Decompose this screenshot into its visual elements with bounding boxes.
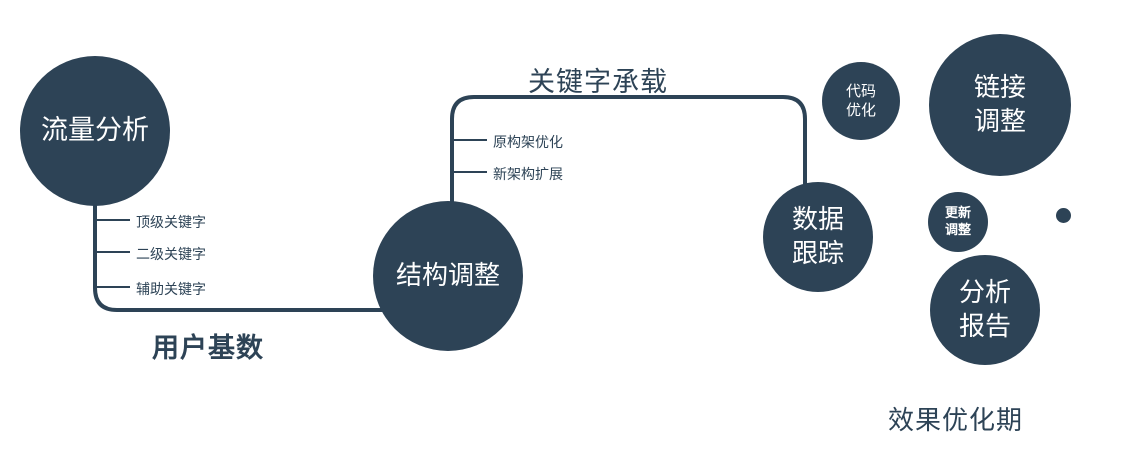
path-traffic-to-structure bbox=[93, 195, 385, 312]
branch-label-new-arch: 新架构扩展 bbox=[493, 166, 563, 182]
node-structure-adjustment: 结构调整 bbox=[373, 201, 523, 351]
dot-marker bbox=[1056, 208, 1071, 223]
node-traffic-analysis: 流量分析 bbox=[20, 56, 170, 206]
node-link-adjustment: 链接 调整 bbox=[929, 34, 1071, 176]
path-structure-to-tracking bbox=[450, 95, 807, 203]
node-update-adjustment: 更新 调整 bbox=[928, 192, 988, 252]
branch-label-second-keyword: 二级关键字 bbox=[136, 246, 206, 262]
node-data-tracking: 数据 跟踪 bbox=[763, 182, 873, 292]
edge-label-keyword-carry: 关键字承载 bbox=[528, 67, 668, 97]
branch-label-aux-keyword: 辅助关键字 bbox=[136, 281, 206, 297]
node-code-optimization: 代码 优化 bbox=[822, 62, 900, 140]
branch-label-original-arch: 原构架优化 bbox=[493, 134, 563, 150]
footer-label-optimization-period: 效果优化期 bbox=[888, 405, 1024, 435]
branch-label-top-keyword: 顶级关键字 bbox=[136, 214, 206, 230]
node-analysis-report: 分析 报告 bbox=[930, 255, 1040, 365]
edge-label-user-base: 用户基数 bbox=[152, 333, 264, 363]
